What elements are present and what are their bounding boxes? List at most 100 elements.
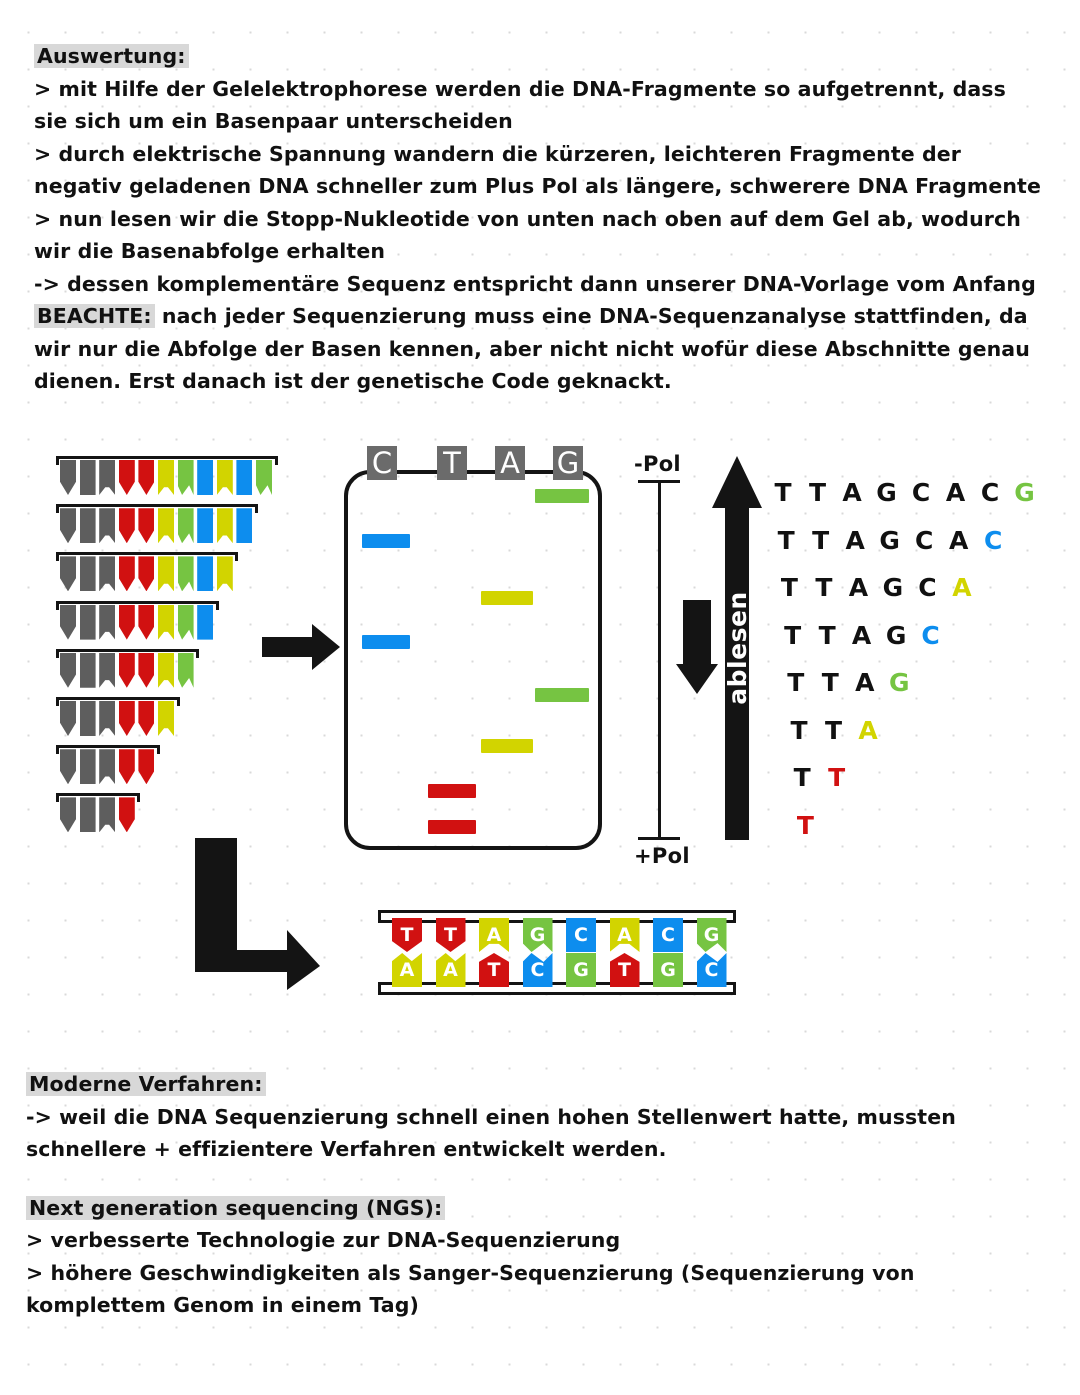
note-paragraph-4: -> dessen komplementäre Sequenz entspric… [34,271,1036,296]
sequence-base: G [879,525,900,555]
duplex-base-bottom: A [435,953,466,987]
beachte-label: BEACHTE: [34,304,155,328]
gel-band-A-3 [481,591,533,605]
fragment-row [56,697,180,741]
nucleotide-block [197,460,214,495]
nucleotide-block [79,797,96,833]
ablesen-arrow-shape [712,456,762,840]
gel-band-G-5 [535,688,589,702]
duplex-base-bottom: T [609,953,640,987]
sequence-terminator-base: T [796,810,814,840]
pol-scale: -Pol +Pol [634,452,694,872]
nucleotide-block [177,652,194,688]
sequence-base: G [882,573,904,602]
gel-band-C-2 [362,534,410,548]
nucleotide-block [99,797,116,833]
arrow-down-right-icon [195,838,320,990]
nucleotide-block [118,652,135,688]
ablesen-arrow: ablesen [712,456,762,840]
gel-band-T-8 [428,820,476,834]
fragment-row [56,793,141,837]
pol-axis-line [658,480,661,840]
heading-moderne-verfahren: Moderne Verfahren: [26,1068,1056,1101]
sequence-base: T [774,478,792,507]
heading-moderne-verfahren-text: Moderne Verfahren: [26,1072,266,1096]
notes-top: Auswertung: > mit Hilfe der Gelelektroph… [34,40,1046,398]
sequence-terminator-base: T [828,763,846,792]
fragment-backbone [56,648,200,658]
sequence-base: T [812,525,830,555]
sequence-base: A [848,573,869,602]
gel-band-G-1 [535,489,589,503]
duplex-top-backbone [378,910,736,923]
sequence-base: A [851,620,872,650]
gel-band-A-6 [481,739,533,753]
heading-ngs: Next generation sequencing (NGS): [26,1192,1056,1225]
nucleotide-block [158,701,174,736]
sequence-base: T [815,573,833,602]
sequence-base: T [780,573,798,602]
arrow-down-icon [676,600,718,694]
duplex-base-top: G [522,918,553,952]
nucleotide-block [158,604,174,640]
nucleotide-block [138,556,155,592]
duplex-bottom-backbone [378,982,736,995]
heading-ngs-text: Next generation sequencing (NGS): [26,1195,446,1220]
sequence-base: A [842,478,862,507]
sequence-terminator-base: A [952,573,972,602]
nucleotide-block [177,460,194,495]
nucleotide-block [158,508,174,544]
fragment-row [56,504,258,548]
sequence-base: C [918,573,937,602]
gel-lane-label-T: T [437,446,467,480]
fragment-backbone [56,456,278,465]
nucleotide-block [99,749,116,785]
note-paragraph-2: > durch elektrische Spannung wandern die… [34,141,1041,199]
fragment-backbone [56,600,219,610]
ngs-paragraph-1: > verbesserte Technologie zur DNA-Sequen… [26,1228,621,1252]
sequence-base: A [945,478,966,507]
sequence-base: T [793,763,811,792]
nucleotide-block [256,460,272,495]
gel-band-C-4 [362,635,410,649]
heading-auswertung: Auswertung: [34,40,1046,73]
sequence-base: T [821,668,839,697]
fragment-row [56,648,200,693]
nucleotide-block [118,460,135,495]
nucleotide-block [60,556,76,592]
nucleotide-block [236,460,253,495]
sequence-terminator-base: G [1014,478,1035,507]
sequence-base: G [885,620,907,650]
duplex-base-top: T [392,918,422,952]
nucleotide-block [158,460,174,495]
nucleotide-block [216,556,233,592]
ngs-paragraph-2: > höhere Geschwindigkeiten als Sanger-Se… [26,1260,922,1318]
sequence-terminator-base: A [858,715,878,745]
sequence-base: C [915,525,934,555]
gel-lane-label-G: G [553,446,583,480]
nucleotide-block [60,701,76,736]
duplex-base-bottom: A [392,953,422,987]
nucleotide-block [138,749,155,785]
sequence-terminator-base: C [984,525,1003,555]
sequence-row: T [770,811,1070,859]
nucleotide-block [99,701,116,736]
nucleotide-block [79,604,96,640]
nucleotide-block [60,604,76,640]
sequence-base: T [818,620,836,650]
nucleotide-block [138,652,155,688]
nucleotide-block [79,460,96,495]
nucleotide-block [118,797,135,833]
sequence-base: C [980,478,1000,507]
nucleotide-block [158,556,174,592]
nucleotide-block [197,556,214,592]
notes-bottom: Moderne Verfahren: -> weil die DNA Seque… [26,1068,1056,1322]
heading-auswertung-text: Auswertung: [34,44,189,68]
nucleotide-block [99,652,116,688]
